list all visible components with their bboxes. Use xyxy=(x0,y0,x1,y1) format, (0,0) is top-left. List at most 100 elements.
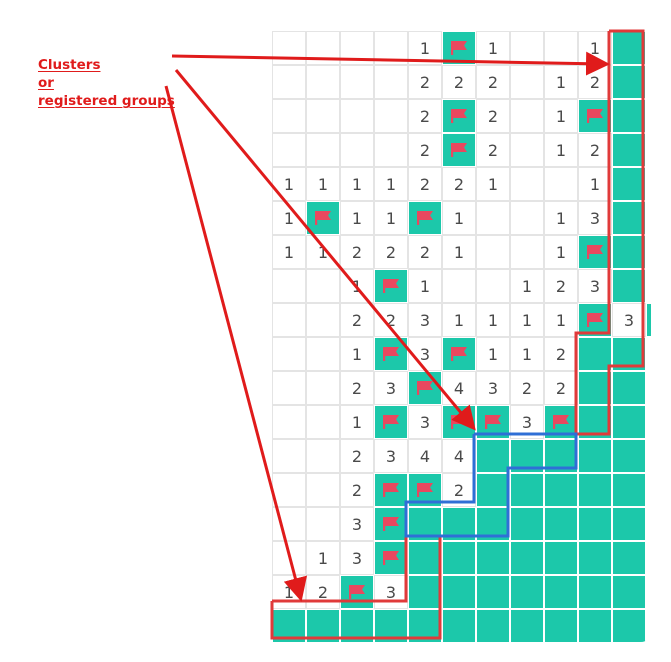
covered-cell[interactable] xyxy=(408,507,442,541)
covered-cell[interactable] xyxy=(612,201,646,235)
covered-cell[interactable] xyxy=(612,31,646,65)
covered-cell[interactable] xyxy=(612,269,646,303)
empty-cell[interactable] xyxy=(306,405,340,439)
covered-cell[interactable] xyxy=(578,439,612,473)
covered-cell[interactable] xyxy=(612,133,646,167)
covered-cell[interactable] xyxy=(408,541,442,575)
covered-cell[interactable] xyxy=(612,609,646,642)
number-cell[interactable]: 1 xyxy=(476,303,510,337)
empty-cell[interactable] xyxy=(340,65,374,99)
flagged-cell[interactable] xyxy=(442,337,476,371)
covered-cell[interactable] xyxy=(272,609,306,642)
flagged-cell[interactable] xyxy=(408,473,442,507)
covered-cell[interactable] xyxy=(510,473,544,507)
flagged-cell[interactable] xyxy=(476,405,510,439)
covered-cell[interactable] xyxy=(544,473,578,507)
covered-cell[interactable] xyxy=(578,405,612,439)
covered-cell[interactable] xyxy=(510,541,544,575)
number-cell[interactable]: 1 xyxy=(544,133,578,167)
number-cell[interactable]: 2 xyxy=(442,167,476,201)
number-cell[interactable]: 2 xyxy=(408,133,442,167)
flagged-cell[interactable] xyxy=(374,269,408,303)
covered-cell[interactable] xyxy=(612,405,646,439)
covered-cell[interactable] xyxy=(612,473,646,507)
number-cell[interactable]: 2 xyxy=(374,235,408,269)
empty-cell[interactable] xyxy=(544,31,578,65)
covered-cell[interactable] xyxy=(510,609,544,642)
covered-cell[interactable] xyxy=(442,541,476,575)
covered-cell[interactable] xyxy=(476,439,510,473)
covered-cell[interactable] xyxy=(544,541,578,575)
covered-cell[interactable] xyxy=(612,99,646,133)
number-cell[interactable]: 2 xyxy=(340,303,374,337)
empty-cell[interactable] xyxy=(306,507,340,541)
covered-cell[interactable] xyxy=(476,575,510,609)
covered-cell[interactable] xyxy=(612,235,646,269)
empty-cell[interactable] xyxy=(272,371,306,405)
number-cell[interactable]: 4 xyxy=(442,371,476,405)
empty-cell[interactable] xyxy=(306,133,340,167)
number-cell[interactable]: 1 xyxy=(544,99,578,133)
number-cell[interactable]: 3 xyxy=(510,405,544,439)
number-cell[interactable]: 1 xyxy=(578,31,612,65)
number-cell[interactable]: 3 xyxy=(340,507,374,541)
empty-cell[interactable] xyxy=(306,99,340,133)
empty-cell[interactable] xyxy=(374,133,408,167)
covered-cell[interactable] xyxy=(510,507,544,541)
empty-cell[interactable] xyxy=(272,133,306,167)
number-cell[interactable]: 1 xyxy=(340,337,374,371)
covered-cell[interactable] xyxy=(408,609,442,642)
empty-cell[interactable] xyxy=(510,31,544,65)
empty-cell[interactable] xyxy=(510,235,544,269)
covered-cell[interactable] xyxy=(578,507,612,541)
flagged-cell[interactable] xyxy=(578,99,612,133)
empty-cell[interactable] xyxy=(272,31,306,65)
number-cell[interactable]: 1 xyxy=(510,337,544,371)
number-cell[interactable]: 3 xyxy=(476,371,510,405)
number-cell[interactable]: 3 xyxy=(374,371,408,405)
covered-cell[interactable] xyxy=(578,337,612,371)
empty-cell[interactable] xyxy=(272,337,306,371)
number-cell[interactable]: 2 xyxy=(408,235,442,269)
empty-cell[interactable] xyxy=(510,201,544,235)
number-cell[interactable]: 1 xyxy=(340,201,374,235)
empty-cell[interactable] xyxy=(306,303,340,337)
flagged-cell[interactable] xyxy=(374,473,408,507)
covered-cell[interactable] xyxy=(612,167,646,201)
empty-cell[interactable] xyxy=(272,65,306,99)
covered-cell[interactable] xyxy=(544,439,578,473)
number-cell[interactable]: 2 xyxy=(544,269,578,303)
flagged-cell[interactable] xyxy=(544,405,578,439)
number-cell[interactable]: 1 xyxy=(442,303,476,337)
empty-cell[interactable] xyxy=(374,99,408,133)
empty-cell[interactable] xyxy=(442,269,476,303)
empty-cell[interactable] xyxy=(306,65,340,99)
number-cell[interactable]: 1 xyxy=(510,303,544,337)
covered-cell[interactable] xyxy=(476,609,510,642)
number-cell[interactable]: 1 xyxy=(306,541,340,575)
number-cell[interactable]: 2 xyxy=(340,473,374,507)
number-cell[interactable]: 1 xyxy=(306,235,340,269)
empty-cell[interactable] xyxy=(306,371,340,405)
flagged-cell[interactable] xyxy=(374,507,408,541)
number-cell[interactable]: 1 xyxy=(544,235,578,269)
empty-cell[interactable] xyxy=(544,167,578,201)
covered-cell[interactable] xyxy=(442,609,476,642)
number-cell[interactable]: 2 xyxy=(408,167,442,201)
number-cell[interactable]: 2 xyxy=(408,65,442,99)
empty-cell[interactable] xyxy=(272,473,306,507)
number-cell[interactable]: 1 xyxy=(408,269,442,303)
number-cell[interactable]: 2 xyxy=(578,133,612,167)
number-cell[interactable]: 1 xyxy=(272,167,306,201)
number-cell[interactable]: 2 xyxy=(544,371,578,405)
number-cell[interactable]: 3 xyxy=(374,439,408,473)
empty-cell[interactable] xyxy=(340,133,374,167)
number-cell[interactable]: 3 xyxy=(578,201,612,235)
number-cell[interactable]: 3 xyxy=(408,337,442,371)
number-cell[interactable]: 1 xyxy=(340,405,374,439)
covered-cell[interactable] xyxy=(612,371,646,405)
empty-cell[interactable] xyxy=(374,65,408,99)
number-cell[interactable]: 2 xyxy=(476,65,510,99)
number-cell[interactable]: 1 xyxy=(476,31,510,65)
empty-cell[interactable] xyxy=(476,235,510,269)
